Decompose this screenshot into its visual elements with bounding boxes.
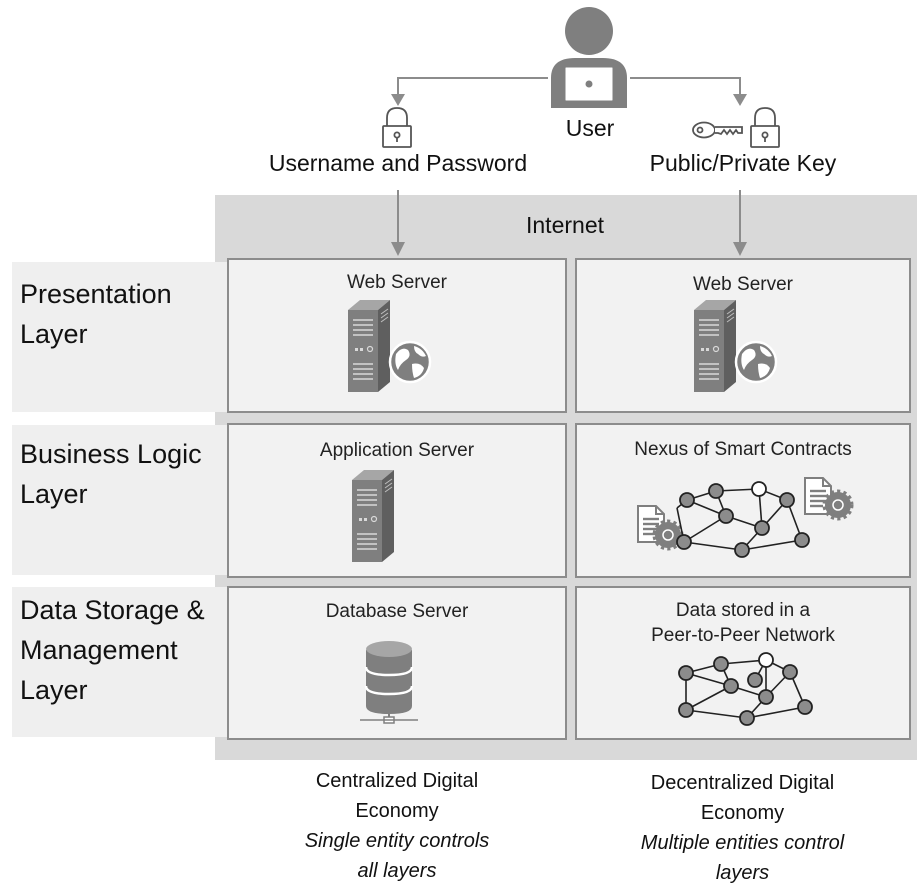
decentralized-subtitle-line-1: Multiple entities control	[640, 832, 845, 854]
central-database-server-title: Database Server	[325, 601, 469, 622]
central-web-server-icon	[347, 299, 432, 393]
user-connector-lines	[397, 77, 741, 96]
user-head-icon	[565, 7, 613, 55]
layer-band-presentation	[12, 262, 227, 412]
padlock-icon-right	[750, 107, 780, 148]
centralized-caption: Centralized Digital Economy Single entit…	[247, 766, 547, 886]
layer-band-business	[12, 425, 227, 575]
central-web-server-title: Web Server	[347, 272, 447, 293]
decentralized-caption: Decentralized Digital Economy Multiple e…	[590, 768, 895, 888]
laptop-icon	[553, 64, 625, 107]
padlock-icon-left	[382, 107, 412, 148]
smart-contract-document-left	[636, 504, 681, 548]
decentral-web-server-title: Web Server	[693, 274, 793, 295]
central-web-server-box: Web Server	[227, 258, 567, 413]
decentralized-title-line-1: Decentralized Digital	[650, 772, 835, 794]
user-diagram-top	[382, 7, 780, 148]
p2p-network-title: Data stored in a Peer-to-Peer Network	[651, 600, 835, 646]
centralized-subtitle-line-1: Single entity controls	[304, 830, 490, 852]
internet-label: Internet	[526, 212, 604, 238]
smart-contracts-title: Nexus of Smart Contracts	[634, 439, 852, 460]
p2p-network-nodes	[678, 652, 813, 726]
decentral-web-server-icon	[693, 299, 778, 393]
database-server-icon	[360, 641, 418, 724]
central-application-server-box: Application Server	[227, 423, 567, 578]
central-application-server-title: Application Server	[319, 440, 475, 461]
smart-contract-document-right	[803, 476, 851, 518]
key-icon	[692, 121, 743, 139]
public-private-key-label: Public/Private Key	[649, 150, 837, 176]
arrowheads-top	[391, 94, 747, 106]
decentral-web-server-box: Web Server	[575, 258, 911, 413]
username-password-label: Username and Password	[268, 150, 528, 176]
decentralized-subtitle-line-2: layers	[715, 862, 770, 884]
centralized-title-line-1: Centralized Digital	[315, 770, 479, 792]
user-label: User	[565, 115, 615, 141]
centralized-subtitle-line-2: all layers	[357, 860, 437, 882]
decentralized-title-line-2: Economy	[700, 802, 785, 824]
application-server-icon	[351, 469, 395, 563]
smart-contract-nodes	[676, 481, 810, 558]
layer-band-data	[12, 587, 227, 737]
centralized-title-line-2: Economy	[355, 800, 439, 822]
